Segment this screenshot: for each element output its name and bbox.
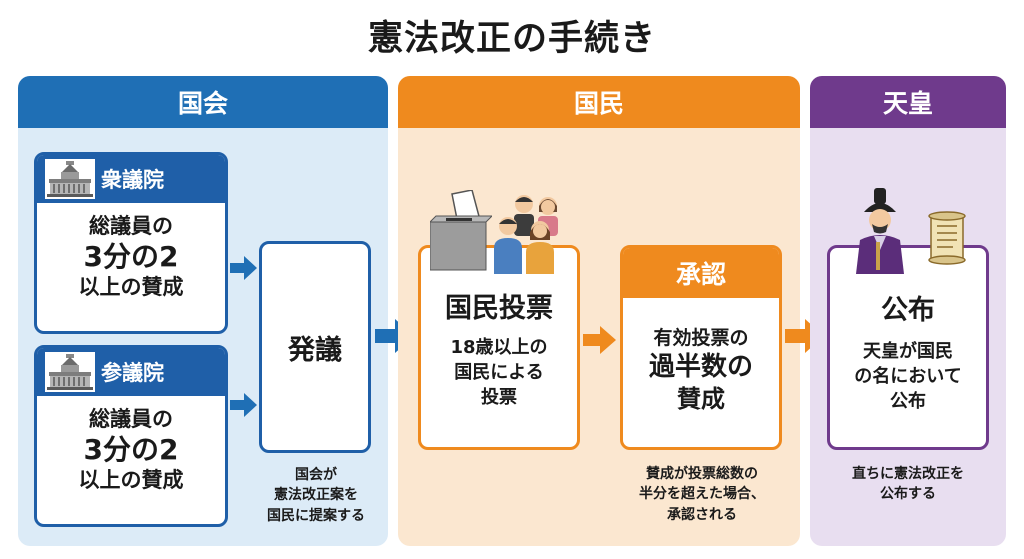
- house-of-councillors-name: 参議院: [101, 361, 164, 385]
- hr-line3: 以上の賛成: [78, 275, 184, 300]
- initiation-note-line: 憲法改正案を: [274, 487, 358, 504]
- arrow-right-icon: [230, 256, 257, 280]
- approval-note-line: 半分を超えた場合、: [639, 486, 765, 503]
- people-panel-header: 国民: [398, 76, 800, 128]
- arrow-right-icon: [583, 326, 616, 354]
- promulgation-note: 直ちに憲法改正を 公布する: [818, 464, 998, 505]
- parliament-building-icon: [45, 159, 95, 199]
- hr-line2: 3分の2: [83, 240, 179, 274]
- approval-line: 有効投票の: [653, 327, 749, 349]
- citizens-icon: [494, 195, 558, 274]
- emperor-panel-header: 天皇: [810, 76, 1006, 128]
- approval-note: 賛成が投票総数の 半分を超えた場合、 承認される: [612, 464, 792, 525]
- hc-line2: 3分の2: [83, 433, 179, 467]
- initiation-note-line: 国民に提案する: [267, 507, 365, 524]
- diet-panel-header: 国会: [18, 76, 388, 128]
- arrow-right-icon: [230, 393, 257, 417]
- promulgation-note-line: 直ちに憲法改正を: [852, 466, 964, 482]
- initiation-label: 発議: [288, 334, 342, 366]
- parliament-building-icon: [45, 352, 95, 392]
- referendum-title: 国民投票: [445, 293, 553, 324]
- hc-line1: 総議員の: [89, 407, 173, 431]
- initiation-box: 発議: [259, 241, 371, 453]
- approval-box: 承認 有効投票の 過半数の 賛成: [620, 245, 782, 450]
- promulgation-title: 公布: [881, 295, 935, 326]
- referendum-line: 国民による: [454, 362, 544, 384]
- promulgation-line: 天皇が国民: [863, 341, 953, 362]
- initiation-note-line: 国会が: [295, 467, 337, 483]
- approval-line: 賛成: [677, 385, 725, 414]
- promulgation-note-line: 公布する: [880, 486, 936, 503]
- approval-line: 過半数の: [648, 351, 753, 382]
- hc-line3: 以上の賛成: [78, 468, 184, 493]
- approval-header: 承認: [623, 248, 779, 298]
- referendum-line: 18歳以上の: [450, 337, 548, 358]
- house-of-councillors-card: 参議院 総議員の 3分の2 以上の賛成: [34, 345, 228, 527]
- house-of-representatives-card: 衆議院 総議員の 3分の2 以上の賛成: [34, 152, 228, 334]
- emperor-icon: [856, 188, 904, 274]
- scroll-icon: [928, 211, 966, 265]
- approval-note-line: 承認される: [667, 506, 737, 523]
- page-title: 憲法改正の手続き: [367, 19, 656, 59]
- initiation-note: 国会が 憲法改正案を 国民に提案する: [250, 465, 382, 526]
- house-of-representatives-name: 衆議院: [101, 168, 164, 192]
- hr-line1: 総議員の: [89, 214, 173, 238]
- ballot-box-icon: [430, 190, 492, 271]
- approval-note-line: 賛成が投票総数の: [646, 466, 758, 482]
- referendum-line: 投票: [481, 387, 517, 409]
- referendum-box: 国民投票 18歳以上の 国民による 投票: [418, 245, 580, 450]
- promulgation-line: 公布: [890, 391, 926, 413]
- promulgation-line: の名において: [854, 366, 962, 388]
- promulgation-box: 公布 天皇が国民 の名において 公布: [827, 245, 989, 450]
